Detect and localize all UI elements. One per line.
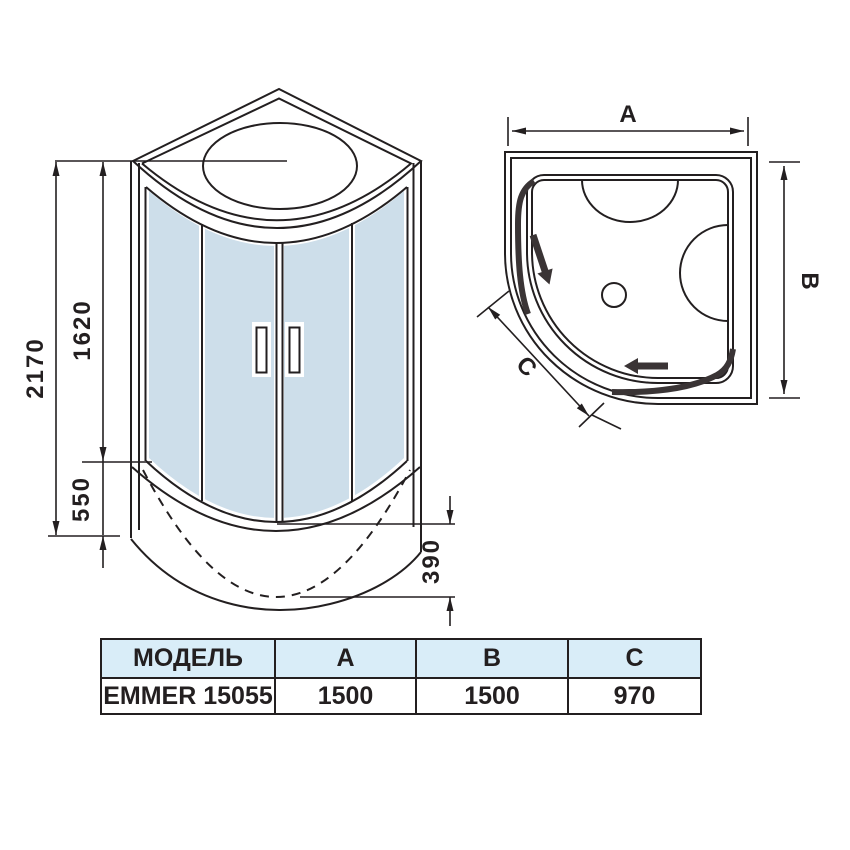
glass-top-edge (145, 186, 408, 244)
dimension-glass-height (82, 162, 152, 568)
dimension-total-height (48, 162, 120, 537)
sliding-door-left (514, 178, 536, 316)
dim-label-b: B (796, 272, 823, 289)
drain (601, 282, 627, 308)
roof-dome (202, 122, 358, 210)
seat-top (581, 179, 679, 223)
dim-label-1620: 1620 (69, 299, 96, 360)
value-b: 1500 (415, 677, 569, 715)
value-c: 970 (567, 677, 702, 715)
header-model: МОДЕЛЬ (100, 638, 276, 679)
walls-outer (504, 151, 758, 405)
dim-label-390: 390 (418, 538, 445, 584)
header-c: C (567, 638, 702, 679)
dim-label-550: 550 (68, 476, 95, 522)
value-model: EMMER 15055 (100, 677, 276, 715)
spec-table-value-row: EMMER 15055 1500 1500 970 (100, 677, 702, 715)
seat-right (679, 224, 729, 322)
spec-table: МОДЕЛЬ A B C EMMER 15055 1500 1500 970 (100, 638, 702, 715)
dimension-a (507, 117, 749, 146)
tray-hidden-edge (142, 469, 411, 598)
dimension-tray-depth (277, 496, 455, 626)
header-b: B (415, 638, 569, 679)
walls-inner (510, 157, 752, 399)
value-a: 1500 (274, 677, 417, 715)
front-view-drawing: 2170 1620 550 390 (22, 87, 455, 626)
spec-table-header-row: МОДЕЛЬ A B C (100, 638, 702, 679)
dimension-c (476, 290, 622, 430)
tray-rim-edge (131, 466, 421, 532)
door-handle-left (255, 326, 268, 374)
tray-rim-outer (526, 174, 734, 384)
glass-bottom-edge (145, 460, 408, 523)
dim-label-c: C (511, 351, 542, 382)
door-direction-arrow-left (529, 233, 553, 285)
front-arc-outer (504, 252, 659, 405)
dim-label-2170: 2170 (22, 337, 49, 398)
roof-inner-line (141, 97, 413, 222)
header-a: A (274, 638, 417, 679)
tray-rim-inner (531, 179, 729, 379)
sliding-door-right (611, 348, 736, 396)
top-view-drawing: A B C (476, 101, 823, 430)
door-direction-arrow-bottom (624, 358, 668, 374)
dim-label-a: A (619, 101, 636, 128)
tray-skirt (130, 538, 422, 612)
dimension-b (769, 161, 800, 399)
door-handle-right (288, 326, 301, 374)
